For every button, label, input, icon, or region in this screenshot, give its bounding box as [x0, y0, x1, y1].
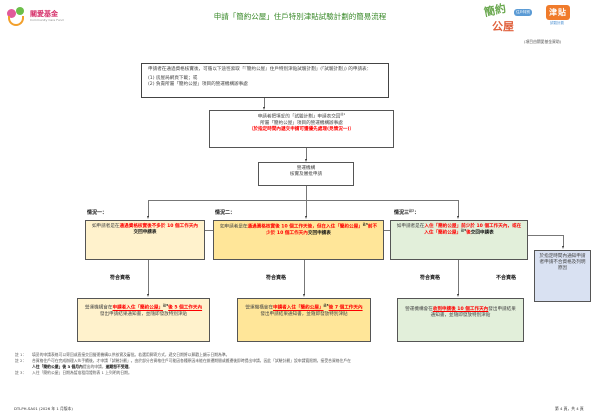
result-1-suffix: 發出申請結果通知書，並隨即發放特別津貼 [99, 311, 188, 317]
connector [384, 230, 390, 231]
case-3-box: 如申請者是在入住「簡約公屋」前少於 10 個工作天內，或在入住「簡約公屋」註3後… [390, 220, 528, 260]
step-obtain-form: 申請者在通過資格核實後，可循以下途徑索取「『簡約公屋』住戶特別津貼試驗計劃」(「… [141, 63, 389, 98]
step3-line2: 核實及審批申請 [289, 172, 323, 178]
case-2-highlight: 通過資格核實後 10 個工作天後，但在入住「簡約公屋」 [247, 224, 363, 230]
connector [458, 200, 459, 217]
connector [458, 260, 459, 295]
result-3-prefix: 營運機構會在 [405, 307, 433, 312]
case-2-highlight-2: 前不少於 10 個工作天內 [266, 224, 378, 236]
case-2-label: 情況二： [215, 210, 236, 216]
connector [563, 235, 564, 247]
case-1-prefix: 如申請者是在 [91, 224, 120, 229]
case-1-box: 如申請者是在通過資格核實後不多於 10 個工作天內交回申請表 [85, 220, 205, 260]
case-3-ineligible-label: 不合資格 [496, 275, 517, 281]
connector [528, 235, 563, 236]
arrow-down-icon [146, 294, 149, 297]
result-2-suffix: 發出申請結果通知書，並隨即發放特別津貼 [260, 311, 348, 317]
scheme-logo-text-1: 簡約 [482, 1, 508, 20]
footnotes: 註 1：填妥的申請表格可以寄回或直接交回營運機構以供核實及審批。若選用郵寄方式，… [15, 352, 590, 376]
case-3-suffix: 交回申請表 [470, 230, 494, 236]
scheme-logo-sub: 試驗計劃 [550, 21, 564, 25]
arrow-down-icon [456, 294, 459, 297]
result-2-highlight-2: 後 7 個工作天內 [328, 305, 363, 311]
step2-line2: 所屬「簡約公屋」項目的營運機構辦事處 [260, 120, 343, 126]
note-3: 註 3：入住「簡約公屋」日期為暫准租用證附表 1 上列明的日期。 [15, 369, 132, 375]
case-1-suffix: 交回申請表 [133, 230, 157, 236]
connector [306, 186, 307, 217]
scheme-logo: 簡約 公屋 住戶特別 津貼 試驗計劃 (項目由關愛基金資助) [482, 1, 596, 51]
connector [148, 200, 149, 217]
case-2-box: 如申請者是在通過資格核實後 10 個工作天後，但在入住「簡約公屋」註3前不少於 … [213, 220, 384, 260]
arrow-down-icon [304, 216, 307, 219]
step1-item-1: (1) 房屋局網頁下載；或 [148, 76, 198, 82]
family-heart-icon [5, 5, 27, 27]
case-3-highlight: 入住「簡約公屋」前少於 10 個工作天內，或在入住「簡約公屋」 [424, 224, 522, 236]
connector [205, 230, 213, 231]
case-3-result: 營運機構會在收到申請後 10 個工作天內發出申請結果通知書，並隨即發放特別津貼 [397, 298, 524, 342]
arrow-down-icon [561, 246, 564, 249]
arrow-down-icon [262, 107, 265, 110]
step-submit-form: 申請者把填妥的「試驗計劃」申請表交回註1 所屬「簡約公屋」項目的營運機構辦事處 … [209, 110, 394, 148]
case-3-reject-result: 於指定時間內通知申請者申請不合資格及列明原因 [534, 250, 591, 302]
connector [306, 148, 307, 160]
scheme-logo-hex: 津貼 [546, 5, 570, 20]
case-3-prefix: 如申請者是在 [396, 224, 425, 229]
arrow-down-icon [146, 216, 149, 219]
case-1-result: 營運機構會在申請者入住「簡約公屋」註3後 5 個工作天內發出申請結果通知書，並隨… [77, 298, 210, 342]
result-1-prefix: 營運機構會在 [84, 305, 113, 311]
arrow-down-icon [456, 216, 459, 219]
community-care-fund-logo: 關愛基金 Community Care Fund [5, 3, 75, 29]
case-1-eligible-label: 符合資格 [110, 275, 131, 281]
connector [304, 260, 305, 295]
step3-line1: 營運機構 [296, 166, 316, 171]
step2-priority-note: （於指定時間內遞交申請可獲優先處理(見情況一)） [248, 126, 355, 132]
note-2: 註 2：合資格住戶可在完成辦理入伙手續後，才申請「試驗計劃」。由於部分合資格住戶… [15, 357, 351, 369]
note-1: 註 1：填妥的申請表格可以寄回或直接交回營運機構以供核實及審批。若選用郵寄方式，… [15, 352, 230, 357]
form-code: DTLPH-SA01 (2026 年 1 月版本) [14, 406, 73, 411]
connector [264, 98, 265, 108]
case-2-eligible-label: 符合資格 [266, 275, 287, 281]
result-1-highlight: 申請者入住「簡約公屋」 [112, 305, 164, 311]
step-verify-approve: 營運機構 核實及審批申請 [258, 162, 354, 186]
result-2-highlight: 申請者入住「簡約公屋」 [272, 305, 324, 311]
scheme-logo-text-2: 公屋 [492, 20, 514, 33]
case-1-label: 情況一： [87, 210, 108, 216]
step2-line1: 申請者把填妥的「試驗計劃」申請表交回 [257, 114, 341, 120]
scheme-logo-pill: 住戶特別 [514, 9, 532, 16]
connector [148, 200, 458, 201]
funded-by-note: (項目由關愛基金資助) [524, 39, 562, 44]
arrow-down-icon [302, 294, 305, 297]
case-3-eligible-label: 符合資格 [420, 275, 441, 281]
case-2-result: 營運機構會在申請者入住「簡約公屋」註3後 7 個工作天內發出申請結果通知書，並隨… [237, 298, 371, 342]
logo-zh-text: 關愛基金 [30, 9, 58, 18]
logo-en-text: Community Care Fund [30, 17, 64, 22]
connector [148, 260, 149, 295]
step1-text: 申請者在通過資格核實後，可循以下途徑索取「『簡約公屋』住戶特別津貼試驗計劃」(「… [148, 67, 372, 72]
result-3-suffix: 發出申請結果通知書，並隨即發放特別津貼 [430, 307, 516, 319]
case-2-prefix: 如申請者是在 [219, 224, 248, 230]
case-3-highlight-2: 後 [466, 230, 471, 236]
case-2-suffix: 交回申請表 [307, 230, 331, 236]
page-number: 第 4 頁，共 4 頁 [555, 406, 584, 411]
case-3-label: 情況三註2： [394, 208, 420, 216]
result-2-prefix: 營運機構會在 [245, 305, 273, 311]
arrow-down-icon [304, 159, 307, 162]
note-ref: 註1 [340, 112, 346, 116]
case-1-highlight: 通過資格核實後不多於 10 個工作天內 [119, 224, 199, 229]
result-3-highlight: 收到申請後 10 個工作天內 [432, 307, 489, 312]
result-1-highlight-2: 後 5 個工作天內 [168, 305, 203, 311]
page-title: 申請「簡約公屋」住戶特別津貼試驗計劃的簡易流程 [213, 12, 387, 21]
step1-item-2: (2) 負責所屬「簡約公屋」項目的營運機構辦事處 [148, 82, 248, 88]
